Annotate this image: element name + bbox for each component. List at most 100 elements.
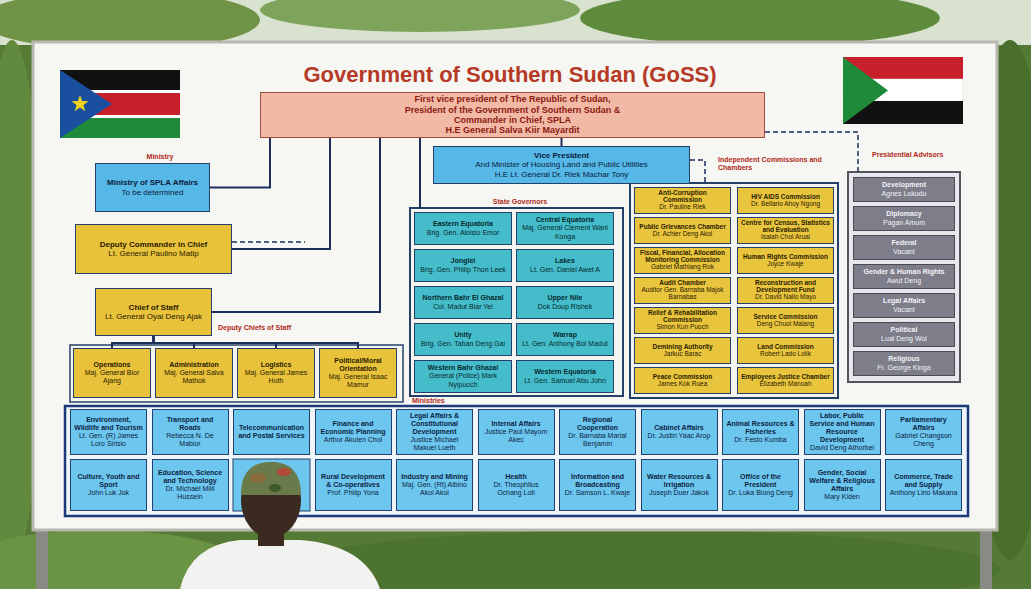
box-text: Vacant: [857, 306, 951, 314]
box-text: Dr. Achier Deng Akol: [638, 231, 727, 238]
org-box: Audit ChamberAuditor Gen. Barnaba Majok …: [634, 277, 731, 304]
org-box: HIV AIDS CommissionDr. Bellario Ahoy Ngo…: [737, 187, 834, 214]
box-text: Cabinet Affairs: [645, 424, 714, 432]
org-box: Chief of StaffLt. General Oyai Deng Ajak: [95, 288, 212, 336]
box-text: Dr. Theophilus Ochang Loti: [482, 481, 551, 497]
org-box: LogisticsMaj. General James Hoth: [237, 348, 315, 398]
org-box: Anti-Corruption CommissionDr. Pauline Ri…: [634, 187, 731, 214]
box-text: And Minister of Housing Land and Public …: [437, 160, 686, 169]
connector-line: [154, 336, 359, 348]
org-box: Internal AffairsJustice Paul Mayom Akec: [478, 409, 555, 455]
box-text: Elizabeth Manoah: [741, 381, 830, 388]
box-text: Robert Lado Lolik: [741, 351, 830, 358]
box-text: Jonglei: [418, 257, 508, 265]
org-box: Ministry of SPLA AffairsTo be determined: [95, 163, 210, 212]
box-text: Lt. Gen. Daniel Awet A: [520, 266, 610, 274]
box-text: Logistics: [241, 361, 311, 369]
box-text: Eastern Equatoria: [418, 220, 508, 228]
box-text: Human Rights Commission: [741, 254, 830, 261]
box-text: Centre for Census, Statistics and Evalua…: [741, 220, 830, 234]
org-box: First vice president of The Republic of …: [260, 92, 765, 138]
box-text: Reconstruction and Development Fund: [741, 280, 830, 294]
box-text: Northern Bahr El Ghazal: [418, 294, 508, 302]
box-text: Internal Affairs: [482, 420, 551, 428]
org-box: WarrapLt. Gen. Anthony Bol Madut: [516, 323, 614, 356]
org-box: FederalVacant: [853, 235, 955, 260]
connector-line: [561, 138, 563, 146]
org-box: DiplomacyPagan Amum: [853, 206, 955, 231]
box-text: H.E General Salva Kiir Mayardit: [264, 125, 761, 135]
box-text: Telecommunication and Postal Services: [237, 424, 306, 440]
org-box: AdministrationMaj. General Salva Mathok: [155, 348, 233, 398]
box-text: Political/Moral Orientation: [323, 357, 393, 373]
board-title: Government of Southern Sudan (GoSS): [200, 62, 820, 88]
group-heading: State Governors: [470, 198, 570, 206]
org-box: Peace CommissionJames Kok Ruea: [634, 367, 731, 394]
box-text: Commander in Chief, SPLA: [264, 115, 761, 125]
box-text: Animal Resources & Fisheries: [726, 420, 795, 436]
box-text: Information and Broadcasting: [563, 473, 632, 489]
org-box: Human Rights CommissionJoyce Kwaje: [737, 247, 834, 274]
box-text: Federal: [857, 239, 951, 247]
org-box: Reconstruction and Development FundDr. D…: [737, 277, 834, 304]
box-text: Demining Authority: [638, 344, 727, 351]
box-text: Gender, Social Welfare & Religious Affai…: [808, 469, 877, 493]
org-box: Parliamentary AffairsGabriel Changson Ch…: [885, 409, 962, 455]
box-text: Col. Madut Biar Yel: [418, 303, 508, 311]
group-heading: Ministries: [412, 397, 472, 405]
box-text: Arthur Akuien Chol: [319, 436, 388, 444]
box-text: Dr. Pauline Riek: [638, 204, 727, 211]
org-box: Gender & Human RightsAwut Deng: [853, 264, 955, 289]
box-text: Vacant: [857, 248, 951, 256]
org-box: Eastern EquatoriaBrig. Gen. Aloisio Emor: [414, 212, 512, 245]
box-text: First vice president of The Republic of …: [264, 94, 761, 104]
org-box: Upper NileDok Doup Rishek: [516, 286, 614, 319]
org-box: Fiscal, Financial, Allocation Monitoring…: [634, 247, 731, 274]
box-text: Gender & Human Rights: [857, 268, 951, 276]
box-text: Mary Kiden: [808, 493, 877, 501]
org-box: Deputy Commander in ChiefLt. General Pau…: [75, 224, 232, 274]
box-text: General (Police) Mark Nyipuoch: [418, 372, 508, 388]
box-text: Western Bahr Ghazal: [418, 364, 508, 372]
box-text: Lual Deng Wol: [857, 335, 951, 343]
box-text: Lt. Gen. Anthony Bol Madut: [520, 340, 610, 348]
box-text: Environment, Wildlife and Tourism: [74, 416, 143, 432]
org-box: HealthDr. Theophilus Ochang Loti: [478, 459, 555, 511]
box-text: Legal Affairs: [857, 297, 951, 305]
org-box: Cabinet AffairsDr. Justin Yaac Arop: [641, 409, 718, 455]
box-text: Unity: [418, 331, 508, 339]
org-box: Legal Affairs & Constitutional Developme…: [396, 409, 473, 455]
org-box: Culture, Youth and SportJohn Luk Jok: [70, 459, 147, 511]
org-box: Vice PresidentAnd Minister of Housing La…: [433, 146, 690, 184]
box-text: Political: [857, 326, 951, 334]
box-text: Lakes: [520, 257, 610, 265]
box-text: To be determined: [99, 188, 206, 197]
box-text: Anthony Lino Makana: [889, 489, 958, 497]
box-text: Lt. Gen. Samuel Abu John: [520, 377, 610, 385]
org-box: Animal Resources & FisheriesDr. Festo Ku…: [722, 409, 799, 455]
group-heading: Deputy Chiefs of Staff: [218, 324, 318, 332]
box-text: Upper Nile: [520, 294, 610, 302]
org-box: DevelopmentAgnes Lokudu: [853, 177, 955, 202]
org-box: Labor, Public Service and Human Resource…: [804, 409, 881, 455]
org-box: Information and BroadcastingDr. Samson L…: [559, 459, 636, 511]
box-text: Industry and Mining: [400, 473, 469, 481]
org-box: Northern Bahr El GhazalCol. Madut Biar Y…: [414, 286, 512, 319]
org-box: Office of the PresidentDr. Luka Biong De…: [722, 459, 799, 511]
box-text: Simon Kun Puoch: [638, 324, 727, 331]
box-text: Anti-Corruption Commission: [638, 190, 727, 204]
box-text: Employees Justice Chamber: [741, 374, 830, 381]
box-text: Operations: [77, 361, 147, 369]
box-text: Health: [482, 473, 551, 481]
box-text: Fr. George Kinga: [857, 364, 951, 372]
org-box: Rural Development & Co-operativesProf. P…: [315, 459, 392, 511]
org-box: Demining AuthorityJarkuc Barac: [634, 337, 731, 364]
org-box: Western Bahr GhazalGeneral (Police) Mark…: [414, 360, 512, 393]
box-text: Deputy Commander in Chief: [79, 240, 228, 249]
box-text: Development: [857, 181, 951, 189]
org-box: UnityBrig. Gen. Taban Deng Gai: [414, 323, 512, 356]
box-text: John Luk Jok: [74, 489, 143, 497]
box-text: Lt. General Paulino Matip: [79, 249, 228, 258]
box-text: Parliamentary Affairs: [889, 416, 958, 432]
org-box: Land CommissionRobert Lado Lolik: [737, 337, 834, 364]
